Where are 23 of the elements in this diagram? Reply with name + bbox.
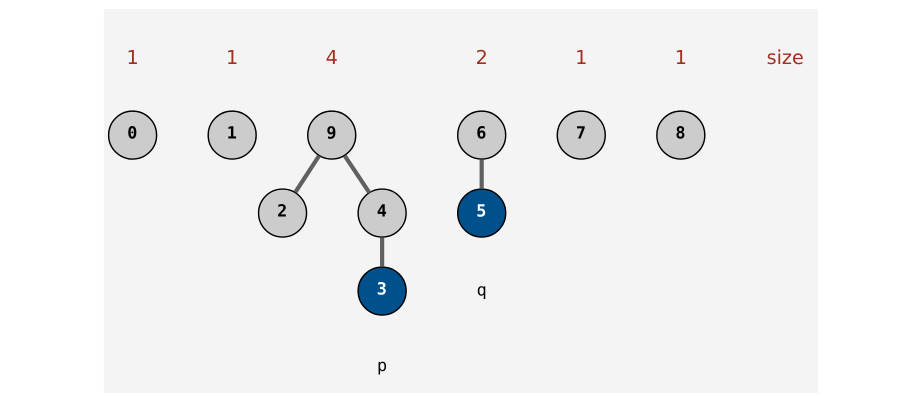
node-circle: 0: [108, 110, 158, 160]
node-circle: 8: [656, 110, 706, 160]
node-label: q: [476, 278, 487, 299]
connector: [294, 154, 321, 193]
node-label: p: [377, 354, 388, 375]
label: size: [766, 46, 804, 69]
node-label: 1: [575, 46, 588, 69]
node-circle: 5: [456, 188, 506, 238]
node-circle: 9: [307, 110, 356, 160]
node-label: 2: [476, 46, 488, 69]
node-label: 4: [326, 46, 338, 69]
connector: [342, 154, 372, 194]
connector: [380, 236, 384, 266]
node-label: 1: [126, 46, 139, 69]
node-label: 1: [226, 46, 238, 69]
node-circle: 7: [556, 110, 606, 160]
node-label: 1: [674, 46, 687, 69]
node-circle: 2: [258, 188, 308, 238]
node-circle: 3: [357, 266, 407, 316]
node-circle: 4: [357, 188, 407, 238]
node-circle: 6: [456, 110, 506, 160]
connector: [480, 158, 484, 188]
node-circle: 1: [207, 110, 257, 160]
